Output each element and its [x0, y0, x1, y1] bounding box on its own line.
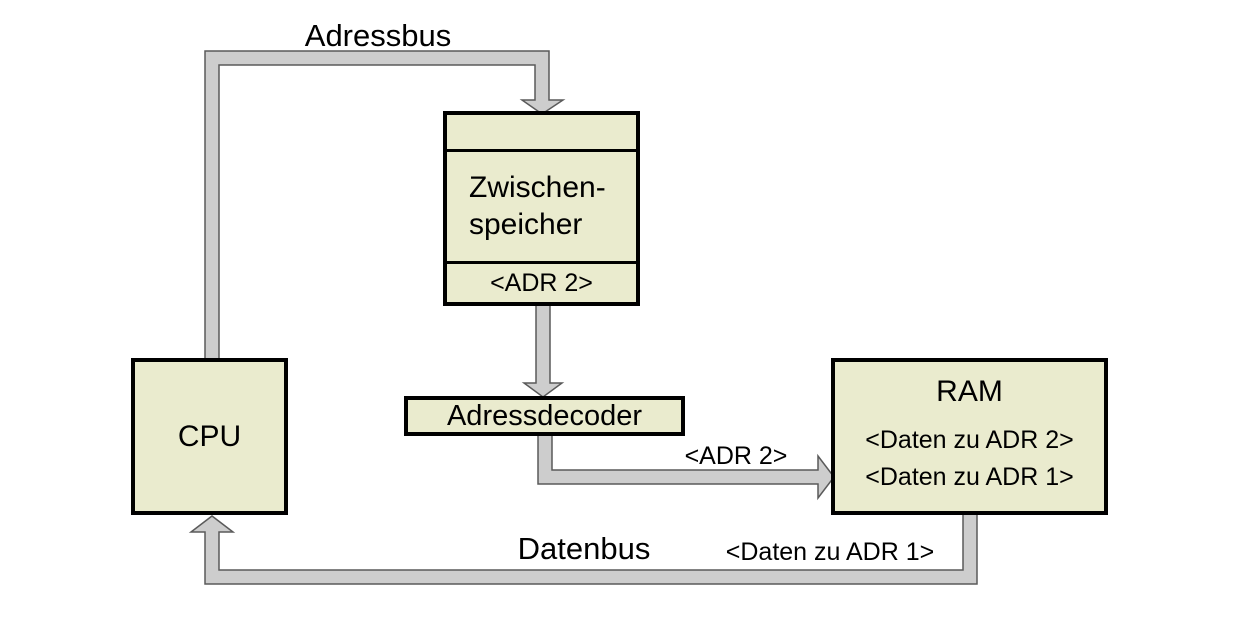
buffer-box: Zwischen- speicher <ADR 2> — [443, 111, 640, 306]
address-decoder-box: Adressdecoder — [404, 396, 685, 436]
buffer-name-line2: speicher — [469, 208, 583, 241]
adr2-transfer-label: <ADR 2> — [684, 442, 788, 470]
buffer-name-line1: Zwischen- — [469, 171, 606, 204]
ram-entries: <Daten zu ADR 2> <Daten zu ADR 1> — [835, 422, 1104, 496]
daten-adr1-transfer-label: <Daten zu ADR 1> — [725, 538, 935, 566]
buffer-name: Zwischen- speicher — [447, 152, 636, 264]
decoder-to-ram-arrow — [537, 433, 835, 501]
cpu-label: CPU — [177, 419, 242, 453]
ram-entry-adr1: <Daten zu ADR 1> — [865, 463, 1074, 491]
buffer-empty-slot — [447, 115, 636, 152]
buffer-to-decoder-arrow — [521, 303, 565, 398]
data-bus-label: Datenbus — [517, 531, 651, 566]
address-bus-arrow — [204, 50, 566, 361]
ram-title: RAM — [936, 375, 1003, 408]
data-bus-arrow — [188, 512, 978, 585]
ram-box: RAM <Daten zu ADR 2> <Daten zu ADR 1> — [831, 358, 1108, 515]
buffer-address-slot: <ADR 2> — [490, 268, 593, 297]
address-decoder-label: Adressdecoder — [446, 399, 643, 432]
ram-entry-adr2: <Daten zu ADR 2> — [865, 426, 1074, 454]
cpu-box: CPU — [131, 358, 288, 515]
address-bus-label: Adressbus — [304, 18, 452, 53]
